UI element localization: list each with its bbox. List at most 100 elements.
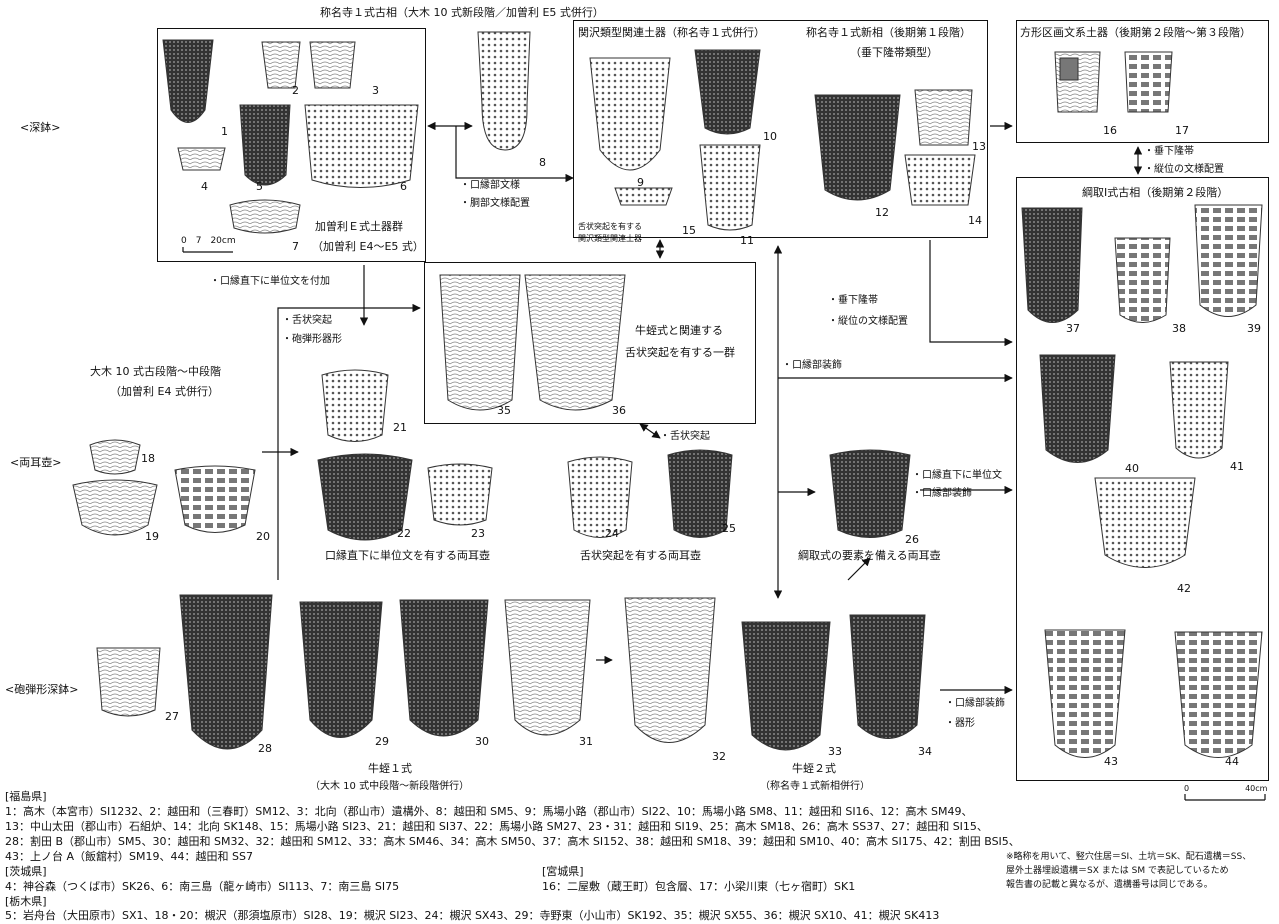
vessel-21 bbox=[322, 370, 388, 442]
number-6: 6 bbox=[400, 180, 407, 193]
vessel-34 bbox=[850, 615, 925, 739]
annotation-bullet-shape: ・砲弾形器形 bbox=[282, 334, 342, 346]
number-35: 35 bbox=[497, 404, 511, 417]
number-9: 9 bbox=[637, 176, 644, 189]
number-5: 5 bbox=[256, 180, 263, 193]
annotation-rim-decoration-3: ・口縁部装飾 bbox=[945, 698, 1005, 710]
vessel-31 bbox=[505, 600, 590, 735]
vessel-27 bbox=[97, 648, 160, 716]
title-kasori-group: 加曽利Ｅ式土器群 bbox=[315, 220, 403, 233]
number-12: 12 bbox=[875, 206, 889, 219]
row-label-bullet: <砲弾形深鉢> bbox=[5, 683, 78, 696]
title-kasori-range: （加曽利 E4～E5 式） bbox=[312, 240, 424, 253]
number-11: 11 bbox=[740, 234, 754, 247]
title-shomyoji-new: 称名寺１式新相（後期第１段階） bbox=[806, 26, 971, 39]
annotation-rim-decoration: ・口縁部装飾 bbox=[782, 360, 842, 372]
number-19: 19 bbox=[145, 530, 159, 543]
vessel-18 bbox=[90, 440, 140, 474]
number-37: 37 bbox=[1066, 322, 1080, 335]
number-23: 23 bbox=[471, 527, 485, 540]
vessel-29 bbox=[300, 602, 382, 738]
notes-fukushima-header: [福島県] bbox=[5, 790, 47, 803]
title-tsunatori: 綱取Ⅰ式古相（後期第２段階） bbox=[1082, 186, 1228, 199]
notes-miyagi-header: [宮城県] bbox=[542, 865, 584, 878]
vessel-30 bbox=[400, 600, 488, 736]
notes-abbr-2: 屋外土器埋設遺構＝SX または SM で表記しているため bbox=[1006, 866, 1229, 877]
number-3: 3 bbox=[372, 84, 379, 97]
caption-twin-unit: 口縁直下に単位文を有する両耳壺 bbox=[325, 549, 490, 562]
number-24: 24 bbox=[605, 527, 619, 540]
number-28: 28 bbox=[258, 742, 272, 755]
number-20: 20 bbox=[256, 530, 270, 543]
annotation-tongue: ・舌状突起 bbox=[282, 315, 332, 327]
vessel-23 bbox=[428, 464, 492, 525]
number-14: 14 bbox=[968, 214, 982, 227]
notes-abbr-3: 報告書の記載と異なるが、遺構番号は同じである。 bbox=[1006, 880, 1213, 891]
caption-gyuku-2-sub: （称名寺１式新相併行） bbox=[760, 781, 870, 793]
number-8: 8 bbox=[539, 156, 546, 169]
caption-gyuku-2: 牛蛭２式 bbox=[792, 762, 836, 775]
title-gyuku-group-2: 舌状突起を有する一群 bbox=[625, 346, 735, 359]
number-42: 42 bbox=[1177, 582, 1191, 595]
number-36: 36 bbox=[612, 404, 626, 417]
vessel-24 bbox=[568, 457, 632, 538]
annotation-body-pattern: ・胴部文様配置 bbox=[460, 198, 530, 210]
notes-miyagi-1: 16：二屋敷（蔵王町）包含層、17：小梁川東（七ヶ宿町）SK1 bbox=[542, 880, 855, 893]
notes-fukushima-4: 43：上ノ台 A（飯舘村）SM19、44：越田和 SS7 bbox=[5, 850, 253, 863]
title-hokei: 方形区画文系土器（後期第２段階～第３段階） bbox=[1020, 26, 1251, 39]
vessel-28 bbox=[180, 595, 272, 749]
scale-label: 0 7 20cm bbox=[181, 236, 236, 247]
number-39: 39 bbox=[1247, 322, 1261, 335]
number-27: 27 bbox=[165, 710, 179, 723]
annotation-unit-pattern: ・口縁直下に単位文を付加 bbox=[210, 276, 330, 288]
number-32: 32 bbox=[712, 750, 726, 763]
number-16: 16 bbox=[1103, 124, 1117, 137]
frame-tsunatori bbox=[1016, 177, 1269, 781]
annotation-shape: ・器形 bbox=[945, 718, 975, 730]
number-4: 4 bbox=[201, 180, 208, 193]
number-29: 29 bbox=[375, 735, 389, 748]
number-22: 22 bbox=[397, 527, 411, 540]
annotation-rim-decoration-2: ・口縁部装飾 bbox=[912, 488, 972, 500]
vessel-32 bbox=[625, 598, 715, 743]
number-1: 1 bbox=[221, 125, 228, 138]
frame-gyuku-group bbox=[424, 262, 756, 424]
number-41: 41 bbox=[1230, 460, 1244, 473]
vessel-26 bbox=[830, 450, 910, 538]
number-40: 40 bbox=[1125, 462, 1139, 475]
caption-gyuku-1-sub: （大木 10 式中段階～新段階併行） bbox=[310, 781, 469, 793]
notes-tochigi-1: 5：岩舟台（大田原市）SX1、18・20：槻沢（那須塩原市）SI28、19：槻沢… bbox=[5, 909, 939, 922]
annotation-rim-pattern: ・口縁部文様 bbox=[460, 180, 520, 192]
scale-label-right: 0 40cm bbox=[1184, 784, 1267, 794]
notes-abbr-1: ※略称を用いて、竪穴住居＝SI、土坑＝SK、配石遺構＝SS、 bbox=[1006, 852, 1251, 863]
annotation-vertical-pattern: ・縦位の文様配置 bbox=[1144, 164, 1224, 176]
number-21: 21 bbox=[393, 421, 407, 434]
number-34: 34 bbox=[918, 745, 932, 758]
row-label-deep: <深鉢> bbox=[20, 121, 60, 134]
number-7: 7 bbox=[292, 240, 299, 253]
number-13: 13 bbox=[972, 140, 986, 153]
vessel-20 bbox=[175, 466, 255, 533]
notes-ibaraki-1: 4：神谷森（つくば市）SK26、6：南三島（龍ヶ崎市）SI113、7：南三島 S… bbox=[5, 880, 399, 893]
title-sekizawa: 関沢類型関連土器（称名寺１式併行） bbox=[578, 26, 765, 39]
vessel-19 bbox=[73, 480, 157, 535]
title-gyuku-group: 牛蛭式と関連する bbox=[635, 324, 723, 337]
annotation-hanging-ridge: ・垂下隆帯 bbox=[1144, 146, 1194, 158]
notes-ibaraki-header: [茨城県] bbox=[5, 865, 47, 878]
caption-gyuku-1: 牛蛭１式 bbox=[368, 762, 412, 775]
title-oogi-sub: （加曽利 E4 式併行） bbox=[110, 385, 219, 398]
notes-tochigi-header: [栃木県] bbox=[5, 895, 47, 908]
number-25: 25 bbox=[722, 522, 736, 535]
number-31: 31 bbox=[579, 735, 593, 748]
annotation-tongue-2: ・舌状突起 bbox=[660, 431, 710, 443]
title-shomyoji-old: 称名寺１式古相（大木 10 式新段階／加曽利 E5 式併行） bbox=[320, 6, 604, 19]
number-10: 10 bbox=[763, 130, 777, 143]
number-15: 15 bbox=[682, 224, 696, 237]
title-oogi: 大木 10 式古段階～中段階 bbox=[90, 365, 221, 378]
number-44: 44 bbox=[1225, 755, 1239, 768]
title-shomyoji-new-sub: （垂下隆帯類型） bbox=[850, 46, 938, 59]
number-30: 30 bbox=[475, 735, 489, 748]
notes-fukushima-1: 1：高木（本宮市）SI1232、2：越田和（三春町）SM12、3：北向（郡山市）… bbox=[5, 805, 973, 818]
annotation-vertical-pattern-2: ・縦位の文様配置 bbox=[828, 316, 908, 328]
vessel-8 bbox=[478, 32, 530, 150]
